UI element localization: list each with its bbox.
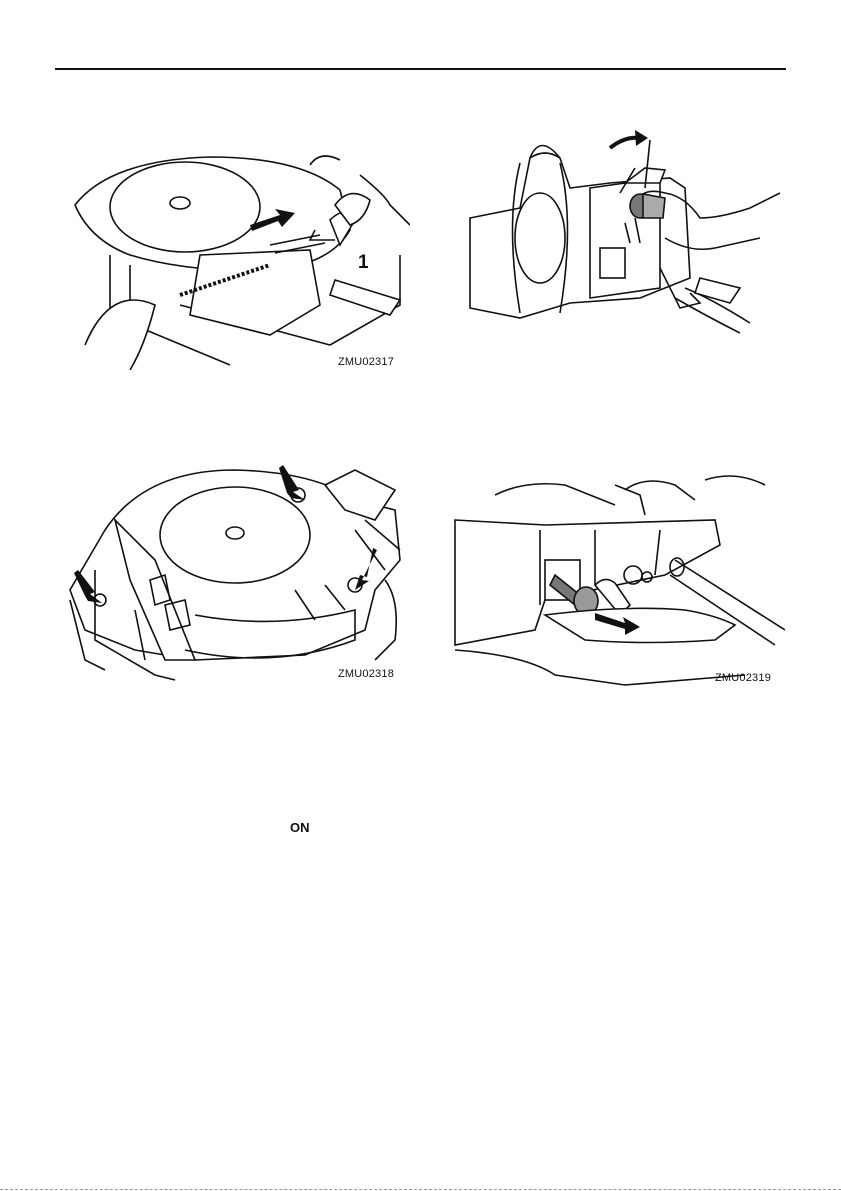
figure-remote-control bbox=[450, 128, 785, 343]
footer-rule bbox=[0, 1189, 841, 1190]
callout-1: 1 bbox=[358, 252, 369, 274]
header-rule bbox=[55, 68, 786, 70]
figure-code: ZMU02318 bbox=[338, 668, 394, 680]
figure-neutral-lever: ZMU02319 bbox=[445, 465, 785, 690]
remote-control-illustration bbox=[450, 128, 785, 343]
figure-starter-bolts: ZMU02318 bbox=[55, 460, 410, 685]
on-label: ON bbox=[290, 820, 310, 835]
figure-code: ZMU02319 bbox=[715, 672, 771, 684]
figure-starter-cable: 1 ZMU02317 bbox=[70, 145, 410, 370]
figure-code: ZMU02317 bbox=[338, 356, 394, 368]
neutral-lever-illustration bbox=[445, 465, 785, 690]
starter-bolts-illustration bbox=[55, 460, 410, 685]
